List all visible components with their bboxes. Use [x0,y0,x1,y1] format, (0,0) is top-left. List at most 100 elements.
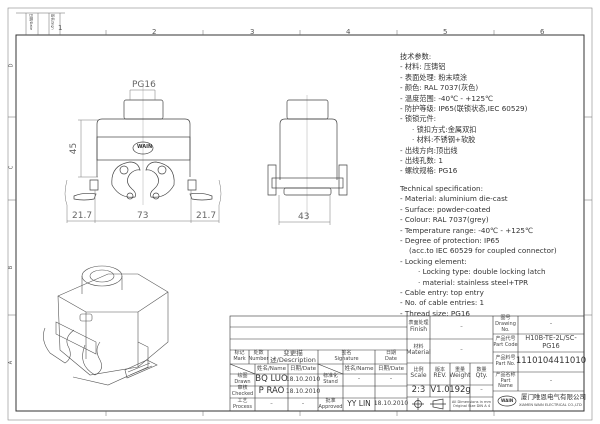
right-dimension: 21.7 [196,211,217,221]
spec-en-line: - Thread size: PG16 [400,308,470,318]
zone-ticks [8,12,592,416]
name-header-2: 姓名/Name [344,365,374,372]
height-dimension: 45 [69,142,80,155]
part-no-value: 1110104411010 [515,356,587,367]
part-code-value: H10B-TE-2L/SC-PG16 [525,334,577,350]
company-logo-text: WAIN [501,398,514,403]
spec-en-line: - No. of cable entries: 1 [400,298,485,308]
column-label-4: 4 [346,28,351,36]
iso-logo-icon [79,313,93,322]
spec-cn-line: - 防护等级: IP65(联锁状态,IEC 60529) [400,103,528,113]
isometric-view [43,265,169,386]
date-col-header: 日期/Date [290,365,316,372]
rev-value: V1.0 [430,385,450,396]
spec-cn-line: - 螺纹规格: PG16 [400,166,458,176]
company-name-en: XIAMEN WAIN ELECTRICAL CO.,LTD [519,403,582,407]
drawn-date: 18.10.2010 [285,375,321,383]
spec-cn-line: - 出线孔数: 1 [400,155,443,165]
spec-cn-line: 技术参数: [400,52,432,61]
process-date: – [301,400,305,407]
stand-name: – [357,376,361,383]
corner-date: 日期/Date [29,13,34,31]
spec-en-line: · material: stainless steel+TPR [418,277,529,287]
front-view [64,85,222,223]
spec-en-line: - Locking element: [400,256,467,266]
row-label-a: A [8,360,15,365]
spec-cn-line: - 表面处理: 粉末喷涂 [400,72,468,82]
qty-value: – [480,387,483,394]
projection-symbols [412,395,517,410]
spec-en-line: - Degree of protection: IP65 [400,235,500,245]
approved-date: 18.10.2010 [373,400,409,408]
spec-cn-line: · 材料:不锈钢+软胶 [412,135,476,145]
spec-en-line: - Cable entry: top entry [400,287,484,297]
projection-cone-icon [430,398,446,410]
drawn-name: BQ LUO [255,374,288,385]
spec-chinese: 技术参数: - 材料: 压铸铝 - 表面处理: 粉末喷涂 - 颜色: RAL 7… [400,52,527,177]
title-block-grid [229,315,585,412]
scale-value: 2:3 [411,385,426,396]
column-label-1: 1 [58,24,63,32]
left-dimension: 21.7 [72,211,93,221]
checked-date: 18.10.2010 [285,387,321,395]
spec-cn-line: - 温度范围: -40℃ - +125℃ [400,93,494,103]
drawing-no-value: – [549,321,553,328]
date-col-header-2: 日期/Date [378,365,404,372]
description-header: 变更描述/Description [270,348,316,364]
spec-english: Technical specification: - Material: alu… [400,184,557,319]
spec-en-line: Technical specification: [400,184,484,193]
spec-cn-line: · 锁扣方式:金属双扣 [412,124,477,134]
spec-cn-line: - 颜色: RAL 7037(灰色) [400,83,479,93]
spec-cn-line: - 锁锁元件: [400,114,437,124]
wain-logo-text: WAIN [137,144,153,150]
width-dimension: 73 [137,211,149,221]
material-value: – [460,347,463,354]
company-logo-icon [497,395,517,407]
approved-name: YY LIN [347,399,371,409]
weight-value: 192g [449,385,471,396]
row-label-d: D [8,63,15,68]
spec-en-line: - Material: aluminium die-cast [400,194,508,204]
side-view [267,95,348,225]
row-label-c: C [8,165,15,170]
column-label-2: 2 [152,28,157,36]
process-name: – [270,400,273,407]
spec-en-line: · Locking type: double locking latch [418,267,546,277]
column-label-3: 3 [250,28,255,36]
thread-dimension: PG16 [132,80,156,90]
outer-border [7,7,593,421]
corner-sign: 签名/Sign [50,13,55,30]
finish-value: – [460,323,463,330]
company-name-cn: 厦门唯恩电气有限公司 [521,393,586,401]
column-label-5: 5 [443,28,448,36]
stand-date: – [389,376,393,383]
spec-cn-line: - 出线方向:顶出线 [400,145,458,155]
checked-name: P RAO [258,386,285,397]
spec-en-line: (acc.to IEC 60529 for coupled connector) [409,246,557,256]
wain-logo-icon [132,141,154,155]
spec-cn-line: - 材料: 压铸铝 [400,62,446,72]
part-name-value: – [549,377,553,384]
side-width-dimension: 43 [298,212,310,222]
row-label-b: B [8,265,15,270]
spec-en-line: - Temperature range: -40℃ - +125℃ [400,225,534,235]
